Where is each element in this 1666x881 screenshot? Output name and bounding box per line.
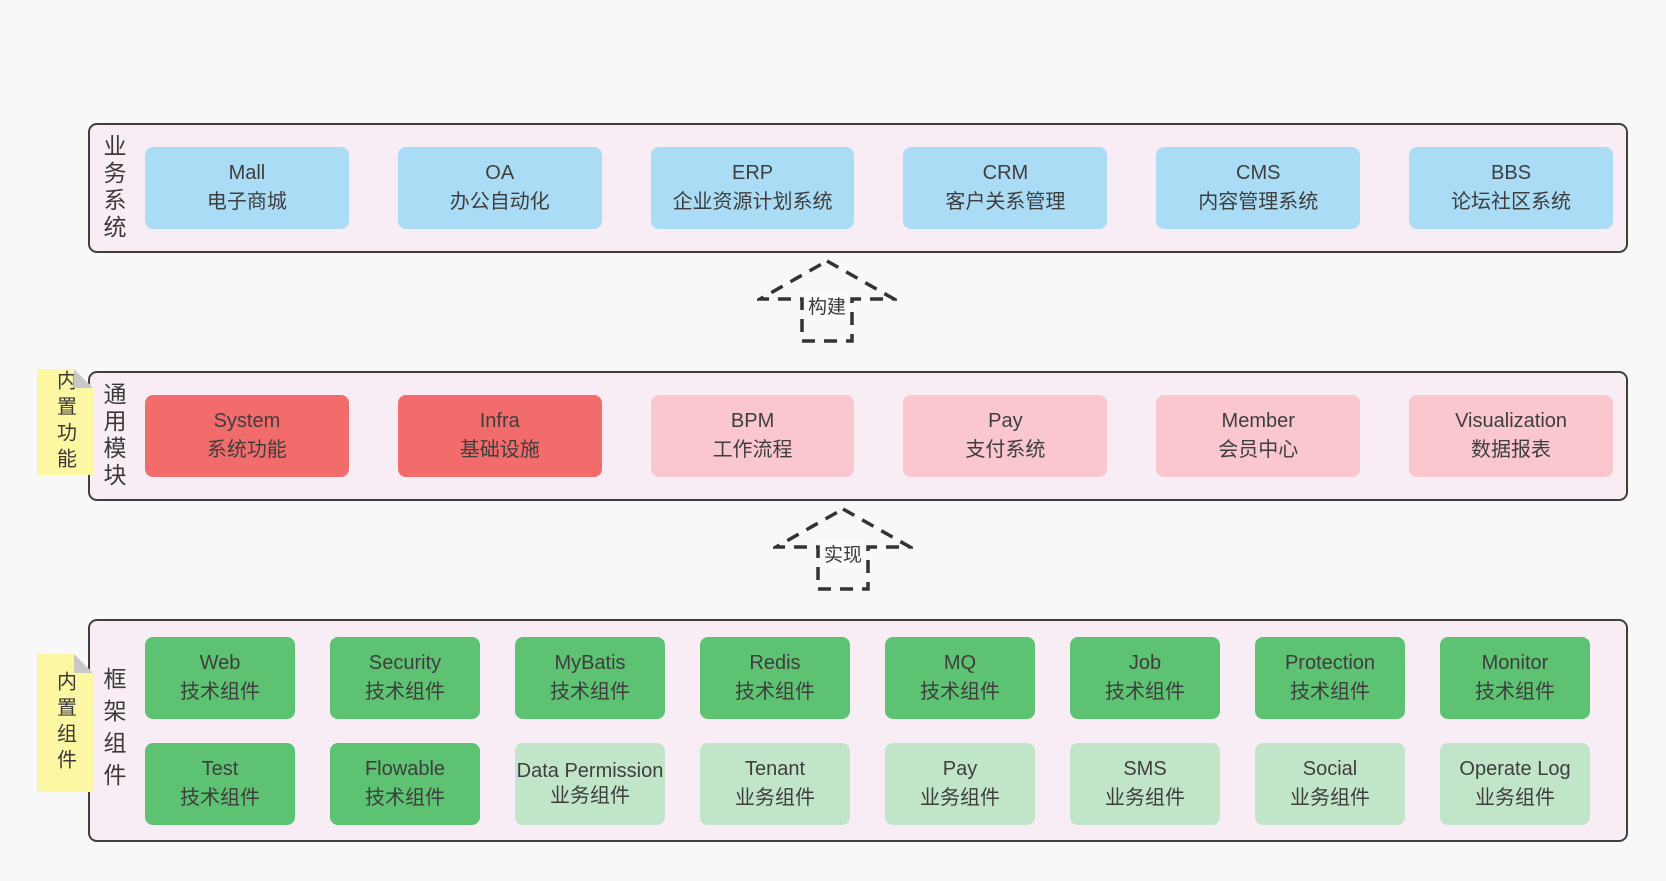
- box-cms: CMS 内容管理系统: [1156, 147, 1361, 229]
- box-sms: SMS 业务组件: [1070, 742, 1220, 825]
- box-visualization: Visualization 数据报表: [1409, 395, 1613, 477]
- box-social: Social 业务组件: [1255, 742, 1405, 825]
- box-job: Job 技术组件: [1070, 636, 1220, 719]
- box-web: Web 技术组件: [145, 636, 295, 719]
- build-arrow: 构建: [757, 258, 897, 344]
- business-systems-layer: 业务系统 Mall 电子商城 OA 办公自动化 ERP 企业资源计划系统 CRM…: [88, 123, 1628, 253]
- box-data-permission: Data Permission 业务组件: [515, 742, 665, 825]
- box-mq: MQ 技术组件: [885, 636, 1035, 719]
- business-layer-label: 业务系统: [100, 134, 126, 242]
- box-member: Member 会员中心: [1156, 395, 1361, 477]
- build-arrow-label: 构建: [803, 291, 851, 320]
- business-boxes-row: Mall 电子商城 OA 办公自动化 ERP 企业资源计划系统 CRM 客户关系…: [136, 125, 1626, 251]
- box-operate-log: Operate Log 业务组件: [1440, 742, 1590, 825]
- box-bpm: BPM 工作流程: [650, 395, 855, 477]
- implement-arrow: 实现: [773, 506, 913, 592]
- components-boxes-grid: Web 技术组件 Security 技术组件 MyBatis 技术组件 Redi…: [136, 621, 1626, 840]
- box-mybatis: MyBatis 技术组件: [515, 636, 665, 719]
- box-security: Security 技术组件: [330, 636, 480, 719]
- box-protection: Protection 技术组件: [1255, 636, 1405, 719]
- box-system: System 系统功能: [145, 395, 349, 477]
- box-monitor: Monitor 技术组件: [1440, 636, 1590, 719]
- components-layer-label: 框架组件: [100, 666, 126, 795]
- builtin-components-note: 内置组件: [37, 654, 93, 792]
- box-crm: CRM 客户关系管理: [903, 147, 1108, 229]
- modules-boxes-row: System 系统功能 Infra 基础设施 BPM 工作流程 Pay 支付系统…: [136, 373, 1626, 499]
- implement-arrow-label: 实现: [819, 539, 867, 568]
- box-oa: OA 办公自动化: [397, 147, 602, 229]
- modules-layer-label: 通用模块: [100, 382, 126, 490]
- box-bbs: BBS 论坛社区系统: [1409, 147, 1613, 229]
- box-test: Test 技术组件: [145, 742, 295, 825]
- box-pay-component: Pay 业务组件: [885, 742, 1035, 825]
- builtin-functions-note: 内置功能: [37, 369, 93, 475]
- common-modules-layer: 通用模块 System 系统功能 Infra 基础设施 BPM 工作流程 Pay…: [88, 371, 1628, 501]
- box-mall: Mall 电子商城: [145, 147, 349, 229]
- box-erp: ERP 企业资源计划系统: [650, 147, 855, 229]
- box-pay-module: Pay 支付系统: [903, 395, 1108, 477]
- box-redis: Redis 技术组件: [700, 636, 850, 719]
- box-tenant: Tenant 业务组件: [700, 742, 850, 825]
- box-infra: Infra 基础设施: [397, 395, 602, 477]
- framework-components-layer: 框架组件 Web 技术组件 Security 技术组件 MyBatis 技术组件…: [88, 619, 1628, 842]
- box-flowable: Flowable 技术组件: [330, 742, 480, 825]
